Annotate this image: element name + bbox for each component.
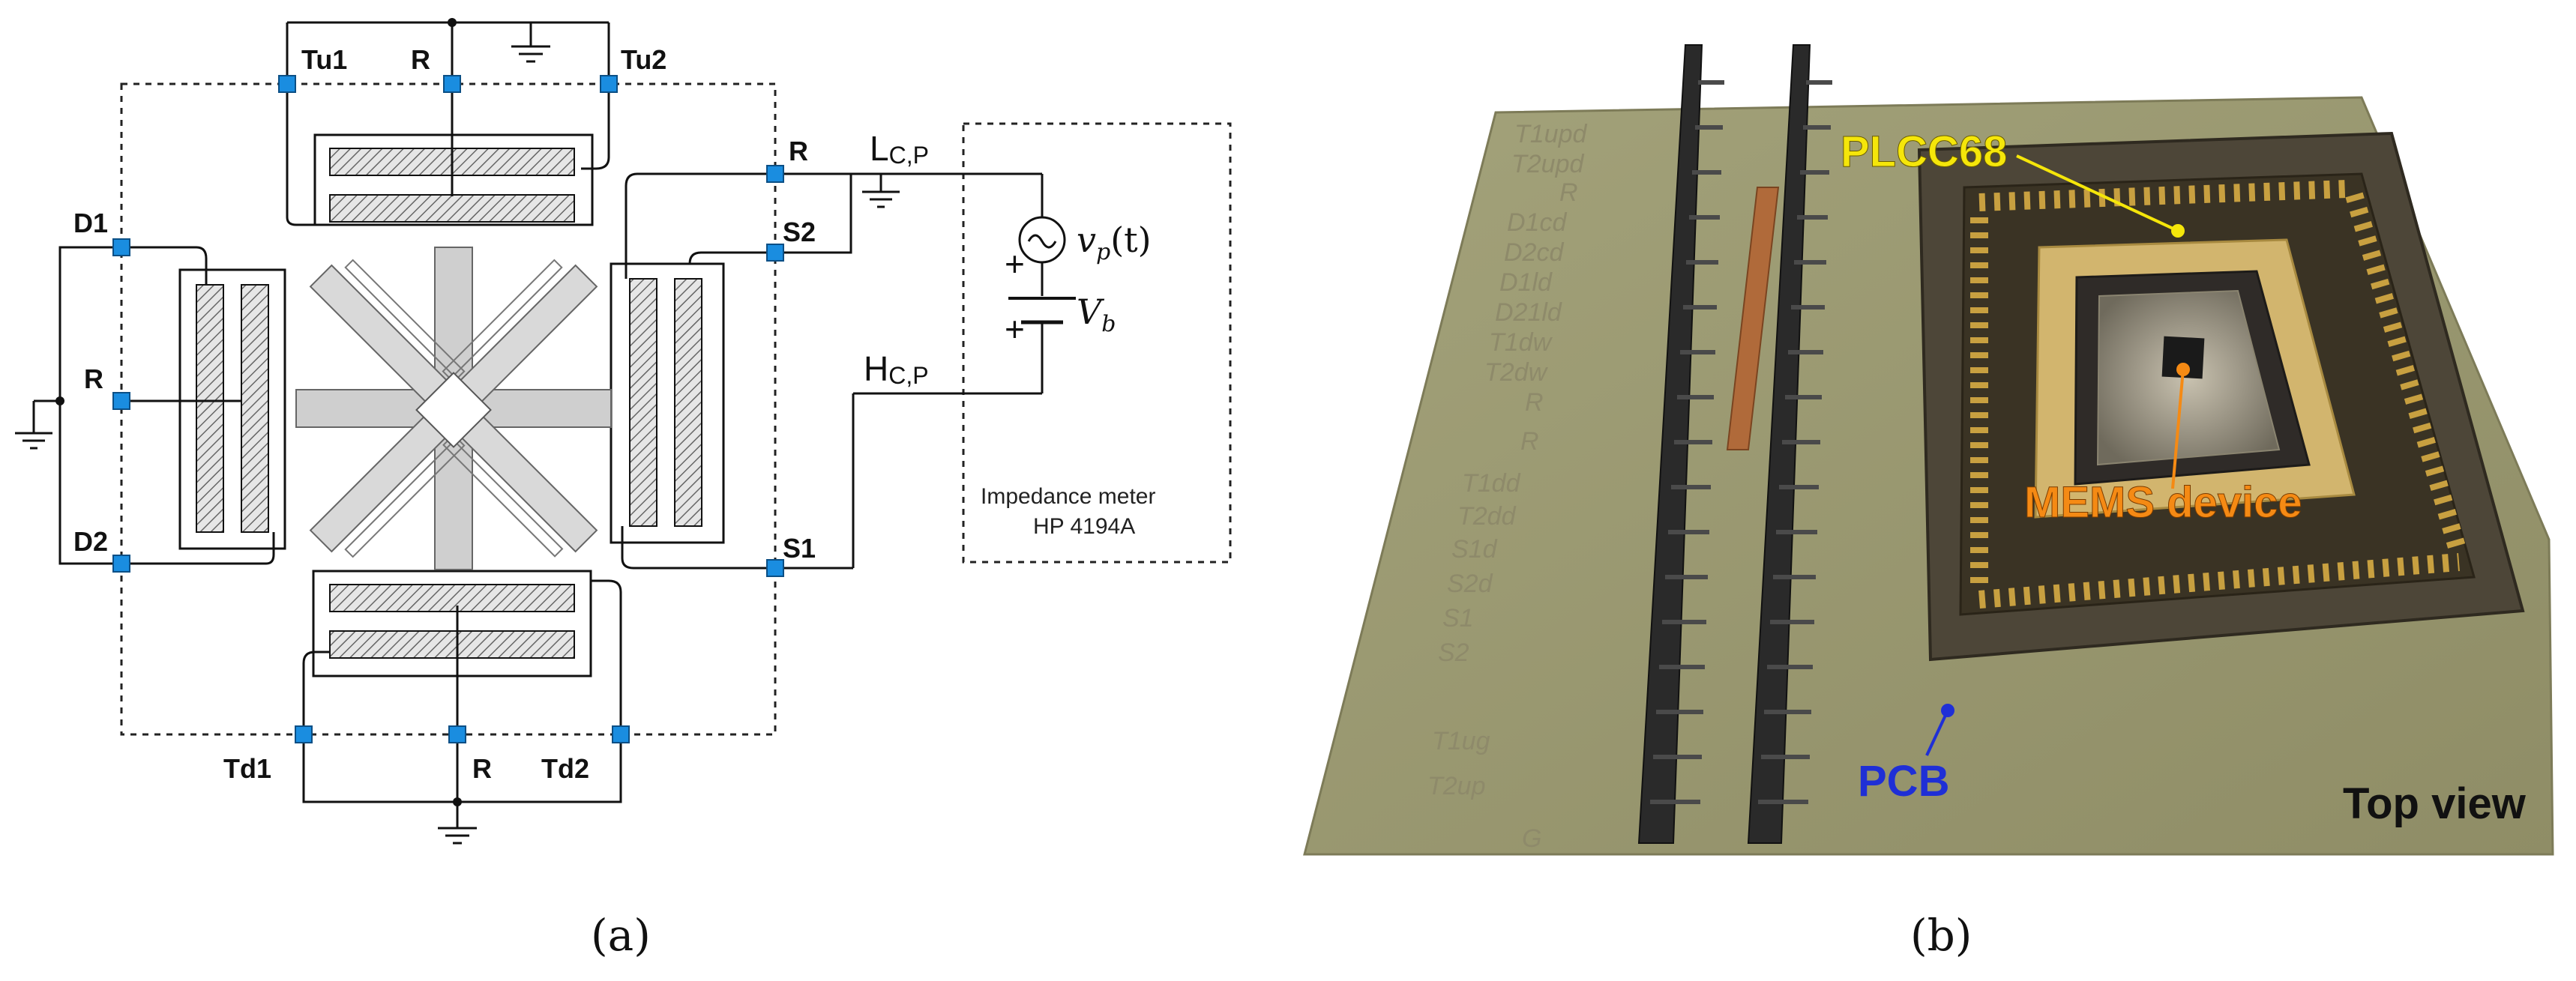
silk-15: S1 [1442,604,1474,633]
pad-r-bottom [448,725,466,743]
caption-a: (a) [591,910,651,961]
label-tu1: Tu1 [301,44,347,75]
silk-7: T1dw [1489,328,1553,357]
lcp-subscript: C,P [889,142,929,169]
top-view-label: Top view [2343,779,2527,828]
plcc68-callout: PLCC68 [1841,127,2185,238]
pad-td2 [612,725,630,743]
label-tu2: Tu2 [621,44,666,75]
ground-icon-bottom [438,802,477,845]
silk-16: S2 [1438,639,1469,667]
panel-b-photo: T1upd T2upd R D1cd D2cd D1ld D21ld T1dw … [1291,22,2566,961]
label-r-left: R [84,363,103,394]
battery-icon [1008,297,1076,325]
top-electrode [286,84,610,226]
plcc68-package [1917,131,2525,662]
mems-device-label: MEMS device [2024,478,2302,527]
label-s1: S1 [783,533,816,564]
meter-label-line2: HP 4194A [1033,514,1135,539]
silk-18: T2up [1427,772,1486,800]
copper-strip [1726,187,1780,450]
mems-callout: MEMS device [2024,363,2302,528]
silk-1: T2upd [1511,150,1584,178]
lcp-main: L [870,129,889,168]
vb-subscript: b [1101,311,1116,337]
lcp-label: LC,P [870,129,929,169]
ground-icon-top [511,45,550,63]
label-d2: D2 [73,526,108,557]
silk-6: D21ld [1495,298,1562,327]
vb-label: Vb [1077,292,1116,337]
silk-8: T2dw [1484,358,1549,387]
silk-9: R [1525,388,1544,417]
pcb-callout: PCB [1858,704,1954,806]
silk-13: S1d [1451,535,1498,564]
caption-b: (b) [1910,910,1972,961]
silk-0: T1upd [1514,120,1587,148]
vb-main: V [1077,292,1105,332]
meter-label-line1: Impedance meter [981,484,1155,509]
silkscreen-labels: T1upd T2upd R D1cd D2cd D1ld D21ld T1dw … [1427,120,1587,853]
hcp-main: H [864,349,888,388]
pin-header-right [1747,44,1832,844]
label-td1: Td1 [223,753,271,784]
pad-td1 [295,725,313,743]
pad-r-right [766,165,784,183]
pad-d1 [112,238,130,256]
pcb-label: PCB [1858,757,1949,806]
label-r-top: R [411,44,430,75]
silk-12: T2dd [1457,502,1517,531]
pad-r-left [112,392,130,410]
left-electrode [58,246,286,565]
impedance-meter-box [962,122,1232,564]
pad-tu1 [278,75,296,93]
silk-11: T1dd [1462,469,1521,498]
pad-tu2 [600,75,618,93]
meter-wiring [775,172,1044,570]
pad-r-top [443,75,461,93]
ground-icon-right [862,174,900,208]
label-s2: S2 [783,217,816,247]
terminal-pads [112,75,784,743]
silk-5: D1ld [1499,268,1553,297]
label-r-right: R [789,136,808,166]
panel-a-schematic: + + vp(t) Vb LC,P HC,P Impedance meter H… [15,18,1232,961]
hcp-subscript: C,P [888,362,928,389]
silk-17: T1ug [1432,727,1490,755]
label-r-bottom: R [472,753,492,784]
silk-2: R [1559,178,1578,207]
label-td2: Td2 [541,753,589,784]
pad-s1 [766,559,784,577]
silk-10: R [1520,427,1539,456]
plus-sign-1: + [1005,244,1025,283]
mems-x-structure [295,247,612,570]
pin-header-left [1637,44,1724,844]
pad-s2 [766,244,784,262]
vp-main: v [1077,220,1096,260]
silk-19: G [1522,824,1541,853]
bottom-electrode [302,570,622,803]
vp-label: vp(t) [1077,220,1152,265]
vp-subscript: p [1096,239,1110,265]
top-ground-wiring [286,21,610,84]
plcc68-label: PLCC68 [1841,127,2007,176]
silk-14: S2d [1447,570,1493,598]
plus-sign-2: + [1005,310,1025,348]
right-electrode [610,172,882,570]
hcp-label: HC,P [864,349,929,389]
label-d1: D1 [73,208,108,238]
silk-3: D1cd [1507,208,1567,237]
silk-4: D2cd [1504,238,1564,267]
pad-d2 [112,555,130,573]
vp-argument: (t) [1110,220,1151,260]
ground-icon-left [15,399,60,450]
